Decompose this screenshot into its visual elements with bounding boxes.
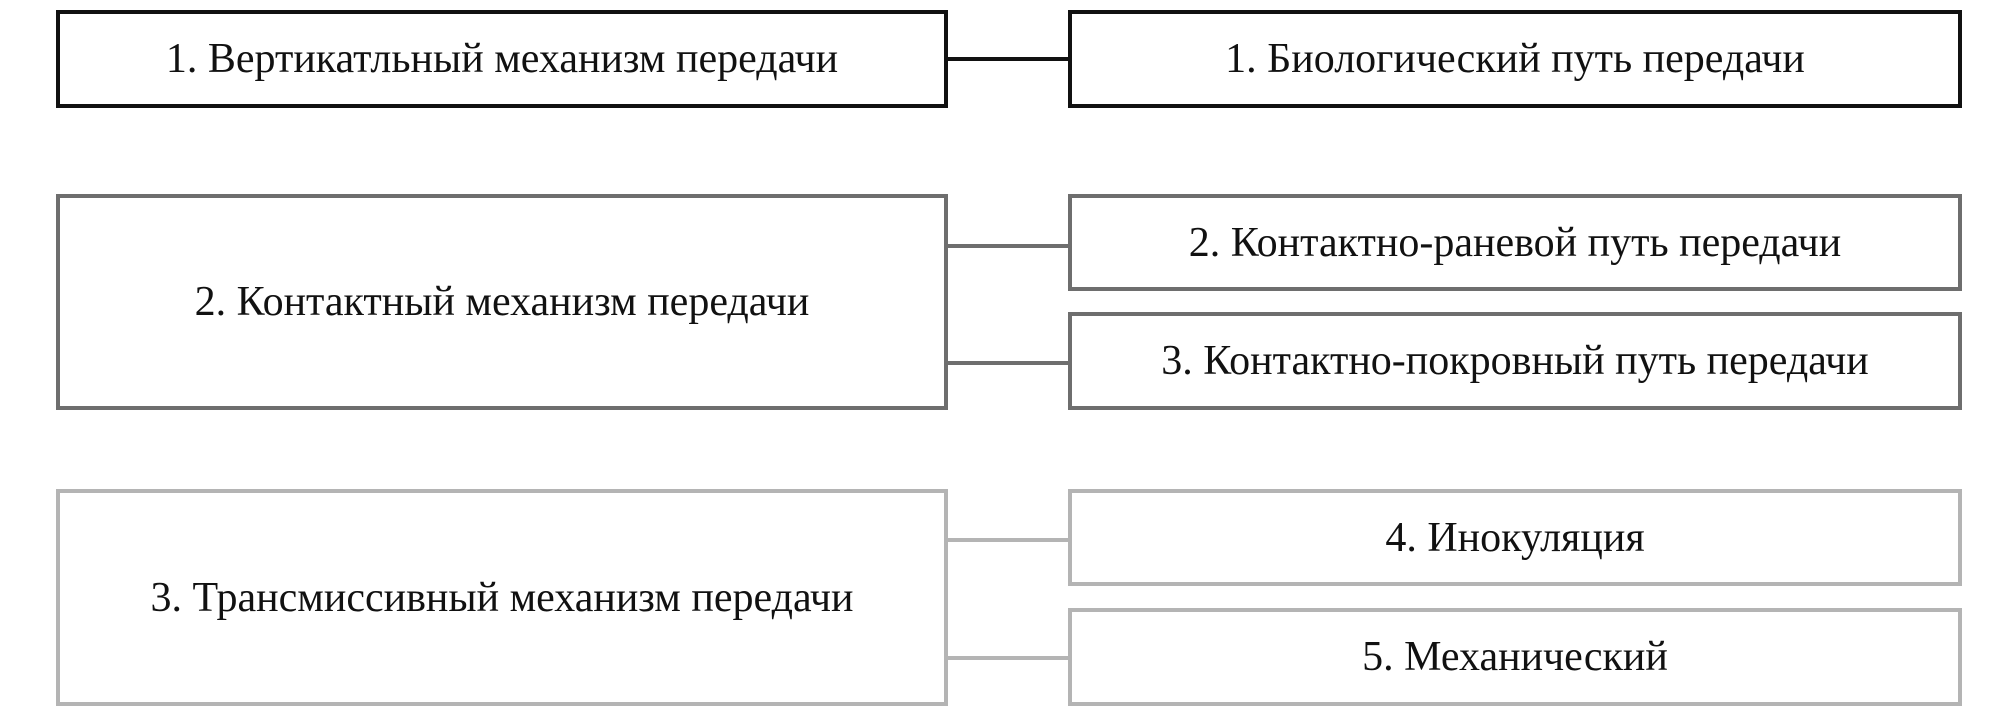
path-box-mechanical: 5. Механический — [1068, 608, 1962, 706]
path-label: 2. Контактно-раневой путь передачи — [1188, 219, 1842, 266]
mechanism-box-vertical: 1. Вертикатльный механизм передачи — [56, 10, 948, 108]
path-box-inoculation: 4. Инокуляция — [1068, 489, 1962, 586]
connector-line — [948, 57, 1068, 61]
path-box-biological: 1. Биологический путь передачи — [1068, 10, 1962, 108]
connector-line — [948, 538, 1068, 542]
path-label: 5. Механический — [1362, 634, 1668, 680]
path-label: 3. Контактно-покровный путь передачи — [1161, 338, 1869, 384]
mechanism-label: 3. Трансмиссивный механизм передачи — [150, 574, 854, 621]
path-box-contact-integument: 3. Контактно-покровный путь передачи — [1068, 312, 1962, 410]
mechanism-box-contact: 2. Контактный механизм передачи — [56, 194, 948, 410]
connector-line — [948, 244, 1068, 248]
mechanism-label: 2. Контактный механизм передачи — [194, 279, 810, 325]
mechanism-box-transmissive: 3. Трансмиссивный механизм передачи — [56, 489, 948, 706]
path-box-contact-wound: 2. Контактно-раневой путь передачи — [1068, 194, 1962, 291]
mechanism-label: 1. Вертикатльный механизм передачи — [165, 36, 839, 82]
connector-line — [948, 361, 1068, 365]
connector-line — [948, 656, 1068, 660]
path-label: 1. Биологический путь передачи — [1225, 36, 1805, 82]
path-label: 4. Инокуляция — [1385, 514, 1645, 561]
